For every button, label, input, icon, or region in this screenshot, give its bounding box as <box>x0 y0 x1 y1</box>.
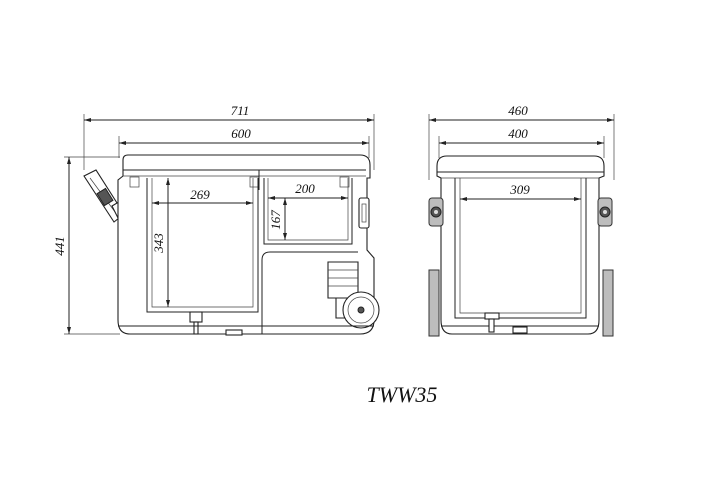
dimension-overall-length: 711 <box>83 103 375 170</box>
dim-label-inner-width: 309 <box>509 182 530 197</box>
left-compartment: 269 343 <box>146 178 259 313</box>
front-view: 460 400 309 <box>428 103 615 337</box>
dimension-overall-height: 441 <box>52 156 120 335</box>
side-body <box>117 154 375 335</box>
dim-label-left-depth: 343 <box>151 233 166 254</box>
left-knob-icon <box>428 197 444 227</box>
front-body <box>428 155 614 337</box>
dimension-inner-width: 309 <box>460 182 581 201</box>
dim-label-body-width: 400 <box>508 126 528 141</box>
side-view: 711 600 441 <box>52 103 380 336</box>
dimension-body-length: 600 <box>118 126 370 158</box>
right-compartment: 200 167 <box>263 178 353 245</box>
side-bottom-details <box>118 311 374 336</box>
wheel <box>342 291 380 329</box>
dim-label-overall-length: 711 <box>231 103 250 118</box>
dim-label-right-width: 200 <box>295 181 315 196</box>
dim-label-overall-width: 460 <box>508 103 528 118</box>
dim-label-right-depth: 167 <box>268 210 283 230</box>
dim-label-overall-height: 441 <box>52 236 67 256</box>
dimension-body-width: 400 <box>438 126 605 158</box>
dim-label-left-width: 269 <box>190 187 210 202</box>
dimension-overall-width: 460 <box>428 103 615 180</box>
right-knob-icon <box>597 197 613 227</box>
model-label: TWW35 <box>367 382 438 407</box>
drain-valve <box>484 312 528 334</box>
dim-label-body-length: 600 <box>231 126 251 141</box>
